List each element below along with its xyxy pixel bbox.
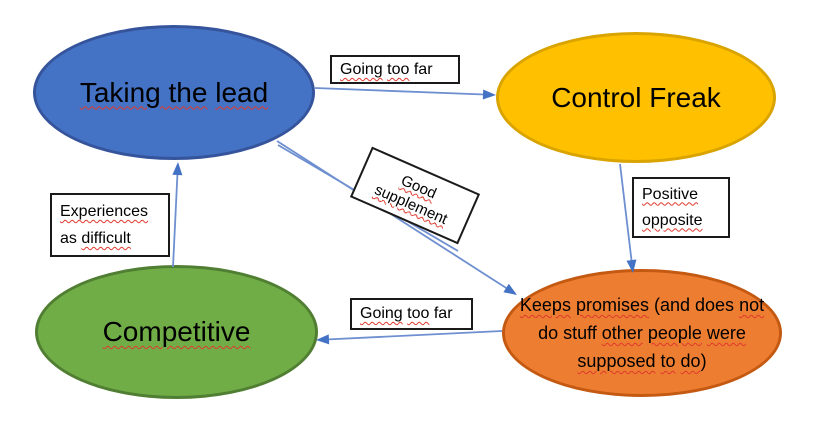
node-taking-the-lead: Taking the lead bbox=[33, 25, 315, 160]
edge-label-going-too-far-top: Going too far bbox=[330, 55, 460, 84]
arrow-competitive-to-taking-lead bbox=[172, 162, 183, 268]
node-control-freak: Control Freak bbox=[496, 32, 776, 163]
arrow-keeps-promises-to-competitive bbox=[316, 330, 503, 345]
node-competitive-label: Competitive bbox=[102, 316, 251, 347]
node-taking-the-lead-label: Taking the lead bbox=[79, 76, 269, 108]
node-control-freak-label: Control Freak bbox=[551, 81, 721, 113]
edge-label-going-too-far-bottom: Going too far bbox=[350, 298, 473, 330]
arrow-taking-lead-to-control-freak bbox=[314, 87, 496, 100]
node-competitive: Competitive bbox=[35, 265, 318, 399]
